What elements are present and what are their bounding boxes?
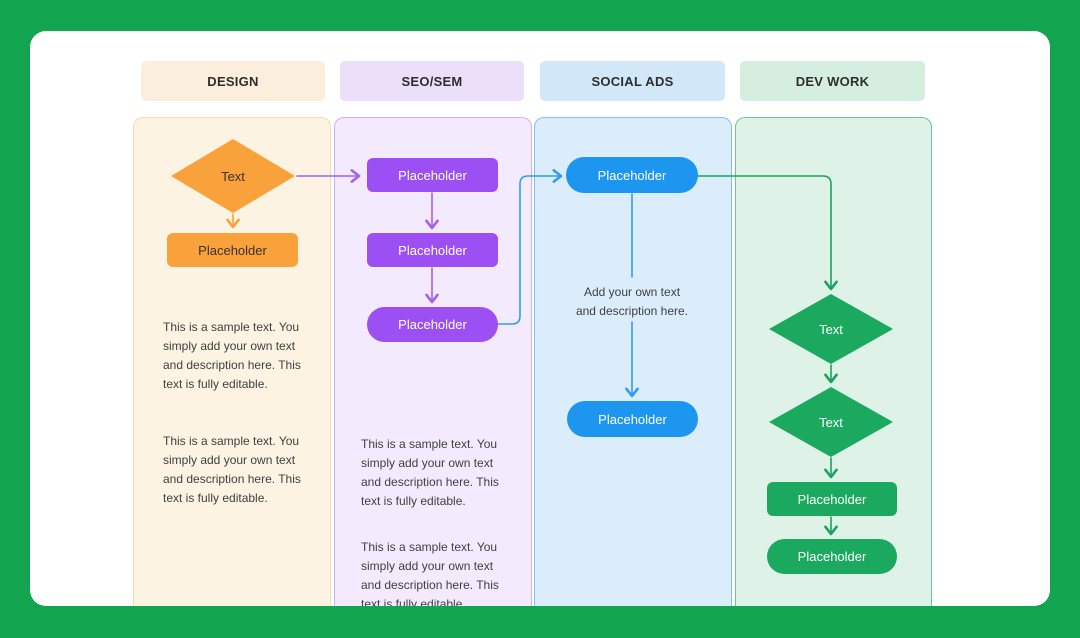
seo-sample-text-2[interactable]: This is a sample text. You simply add yo…: [361, 540, 499, 606]
diagram-card: DESIGN SEO/SEM SOCIAL ADS DEV WORK: [30, 31, 1050, 606]
seo-pill-node[interactable]: Placeholder: [367, 307, 498, 342]
dev-rect-node[interactable]: Placeholder: [767, 482, 897, 516]
social-note-line-2: and description here.: [575, 304, 689, 318]
social-note-line-1: Add your own text: [583, 285, 681, 299]
seo-sample-text-1[interactable]: This is a sample text. You simply add yo…: [361, 437, 499, 508]
header-social-ads[interactable]: SOCIAL ADS: [540, 61, 725, 101]
social-pill-node-2[interactable]: Placeholder: [567, 401, 698, 437]
seo-rect-node-1[interactable]: Placeholder: [367, 158, 498, 192]
header-design[interactable]: DESIGN: [141, 61, 325, 101]
dev-pill-node[interactable]: Placeholder: [767, 539, 897, 574]
design-sample-text-2[interactable]: This is a sample text. You simply add yo…: [163, 434, 301, 505]
social-pill-node-1[interactable]: Placeholder: [566, 157, 698, 193]
social-note-text[interactable]: Add your own text and description here.: [552, 283, 712, 321]
design-rect-node[interactable]: Placeholder: [167, 233, 298, 267]
header-seo-sem[interactable]: SEO/SEM: [340, 61, 524, 101]
design-sample-text-1[interactable]: This is a sample text. You simply add yo…: [163, 320, 301, 391]
seo-rect-node-2[interactable]: Placeholder: [367, 233, 498, 267]
header-dev-work[interactable]: DEV WORK: [740, 61, 925, 101]
